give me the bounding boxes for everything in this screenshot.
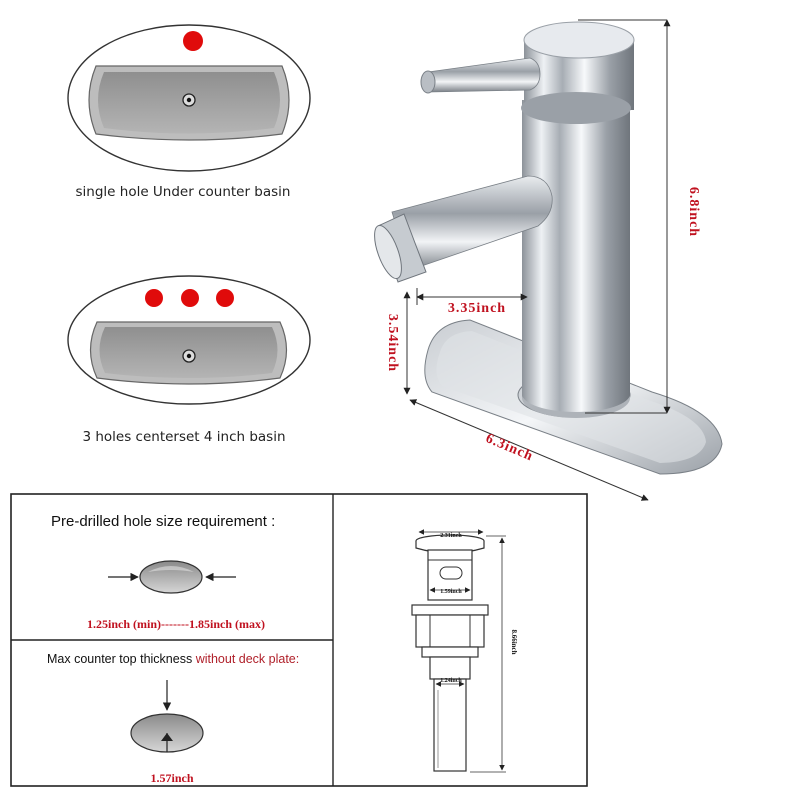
hole-size-min: 1.25inch (min) xyxy=(87,617,161,631)
thickness-value: 1.57inch xyxy=(150,771,193,785)
single-basin-caption: single hole Under counter basin xyxy=(76,184,291,200)
three-hole-basin xyxy=(67,275,311,405)
plate-length-label: 6.3inch xyxy=(483,431,535,464)
pop-up-drain-illustration xyxy=(411,534,489,772)
hole-size-range: 1.25inch (min)-------1.85inch (max) xyxy=(87,617,265,631)
faucet-hole-dot xyxy=(216,289,234,307)
drain-tail-width: 1.24inch xyxy=(440,678,462,684)
thickness-title-suffix: without deck plate: xyxy=(192,652,299,666)
drain-body-width: 1.59inch xyxy=(440,589,462,595)
drain-dimensions xyxy=(418,529,506,773)
faucet-dimensions xyxy=(403,19,671,501)
hole-size-title: Pre-drilled hole size requirement : xyxy=(51,513,275,530)
spout-reach-label: 3.35inch xyxy=(448,301,506,316)
hole-size-separator: ------- xyxy=(161,617,189,631)
requirements-table xyxy=(10,493,588,787)
single-hole-basin xyxy=(67,24,311,172)
thickness-title-prefix: Max counter top thickness xyxy=(47,652,192,666)
faucet-illustration xyxy=(374,21,723,475)
faucet-hole-dot xyxy=(183,31,203,51)
hole-size-max: 1.85inch (max) xyxy=(189,617,265,631)
hole-size-icon xyxy=(108,560,236,594)
height-dimension-label: 6.8inch xyxy=(686,187,701,237)
thickness-icon xyxy=(130,680,204,753)
drain-height: 8.66inch xyxy=(510,629,518,654)
centerset-basin-caption: 3 holes centerset 4 inch basin xyxy=(82,429,285,445)
thickness-title: Max counter top thickness without deck p… xyxy=(47,652,299,666)
spout-height-label: 3.54inch xyxy=(385,314,400,372)
drain-cap-width: 2.31inch xyxy=(440,533,462,539)
faucet-hole-dot xyxy=(145,289,163,307)
faucet-hole-dot xyxy=(181,289,199,307)
